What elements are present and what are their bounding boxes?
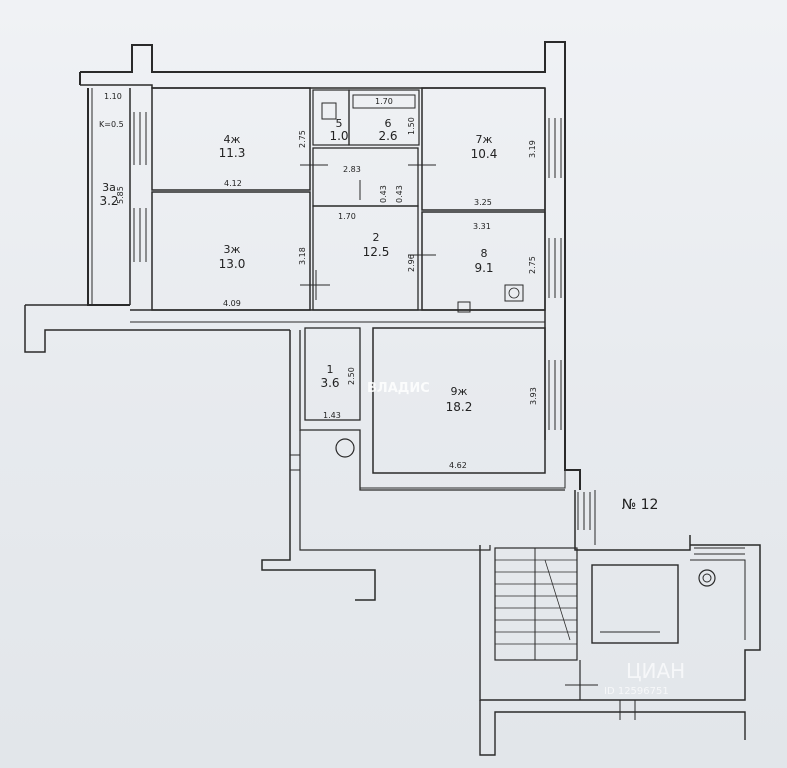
unit-number: № 12	[622, 497, 659, 513]
room-8-area: 9.1	[474, 261, 493, 275]
dim-2-50: 2.50	[347, 367, 356, 385]
dim-3-18: 3.18	[298, 247, 307, 265]
room-4zh-area: 11.3	[219, 146, 246, 160]
boiler-circle	[698, 569, 716, 587]
dim-5-85: 5.85	[116, 186, 125, 204]
dim-4-12: 4.12	[224, 179, 242, 188]
room-8-name: 8	[481, 247, 488, 260]
room-2-area: 12.5	[363, 245, 390, 259]
dim-0-43-a: 0.43	[379, 185, 388, 203]
dim-2-75-left: 2.75	[298, 130, 307, 148]
room-9zh-name: 9ж	[451, 385, 468, 398]
riser-circle	[335, 438, 355, 458]
dim-3-93: 3.93	[529, 387, 538, 405]
room-labels: 4ж 11.3 3ж 13.0 3а 3.2 5 1.0 6 2.6 7ж 10…	[99, 117, 658, 513]
watermarks: ВЛАДИС ЦИАН ID 12596751	[367, 381, 685, 697]
dim-2-83: 2.83	[343, 165, 361, 174]
sink-icon	[457, 301, 471, 313]
dim-k-0-5: K=0.5	[99, 120, 124, 129]
cian-watermark: ЦИАН	[626, 659, 685, 683]
dim-4-62: 4.62	[449, 461, 467, 470]
room-3zh-area: 13.0	[219, 257, 246, 271]
fixtures	[335, 284, 716, 587]
door-marks	[290, 164, 660, 720]
dim-1-10: 1.10	[104, 92, 122, 101]
room-6-name: 6	[385, 117, 392, 130]
dim-3-31: 3.31	[473, 222, 491, 231]
room-1-name: 1	[327, 363, 334, 376]
dim-1-43: 1.43	[323, 411, 341, 420]
dimension-labels: 1.10 K=0.5 5.85 2.75 4.12 3.18 4.09 1.70…	[99, 92, 538, 470]
dim-1-50: 1.50	[407, 117, 416, 135]
dim-2-96: 2.96	[407, 254, 416, 272]
room-9zh-area: 18.2	[446, 400, 473, 414]
windows	[133, 112, 745, 555]
room-3a-area: 3.2	[99, 194, 118, 208]
room-5-area: 1.0	[329, 129, 348, 143]
dim-1-70: 1.70	[338, 212, 356, 221]
stove-icon	[504, 284, 524, 302]
room-5-name: 5	[336, 117, 343, 130]
vladis-watermark: ВЛАДИС	[367, 381, 430, 396]
dim-1-70-top: 1.70	[375, 97, 393, 106]
room-7zh-name: 7ж	[476, 133, 493, 146]
room-1-area: 3.6	[320, 376, 339, 390]
dim-0-43-b: 0.43	[395, 185, 404, 203]
room-3zh-name: 3ж	[224, 243, 241, 256]
cian-id-watermark: ID 12596751	[604, 686, 669, 697]
room-7zh-area: 10.4	[471, 147, 498, 161]
dim-3-19: 3.19	[528, 140, 537, 158]
room-4zh-name: 4ж	[224, 133, 241, 146]
room-2-name: 2	[373, 231, 380, 244]
walls	[24, 41, 761, 756]
room-6-area: 2.6	[378, 129, 397, 143]
dim-3-25: 3.25	[474, 198, 492, 207]
dim-2-75-right: 2.75	[528, 256, 537, 274]
dim-4-09: 4.09	[223, 299, 241, 308]
stair-treads	[495, 559, 577, 645]
room-3a-name: 3а	[102, 181, 116, 194]
